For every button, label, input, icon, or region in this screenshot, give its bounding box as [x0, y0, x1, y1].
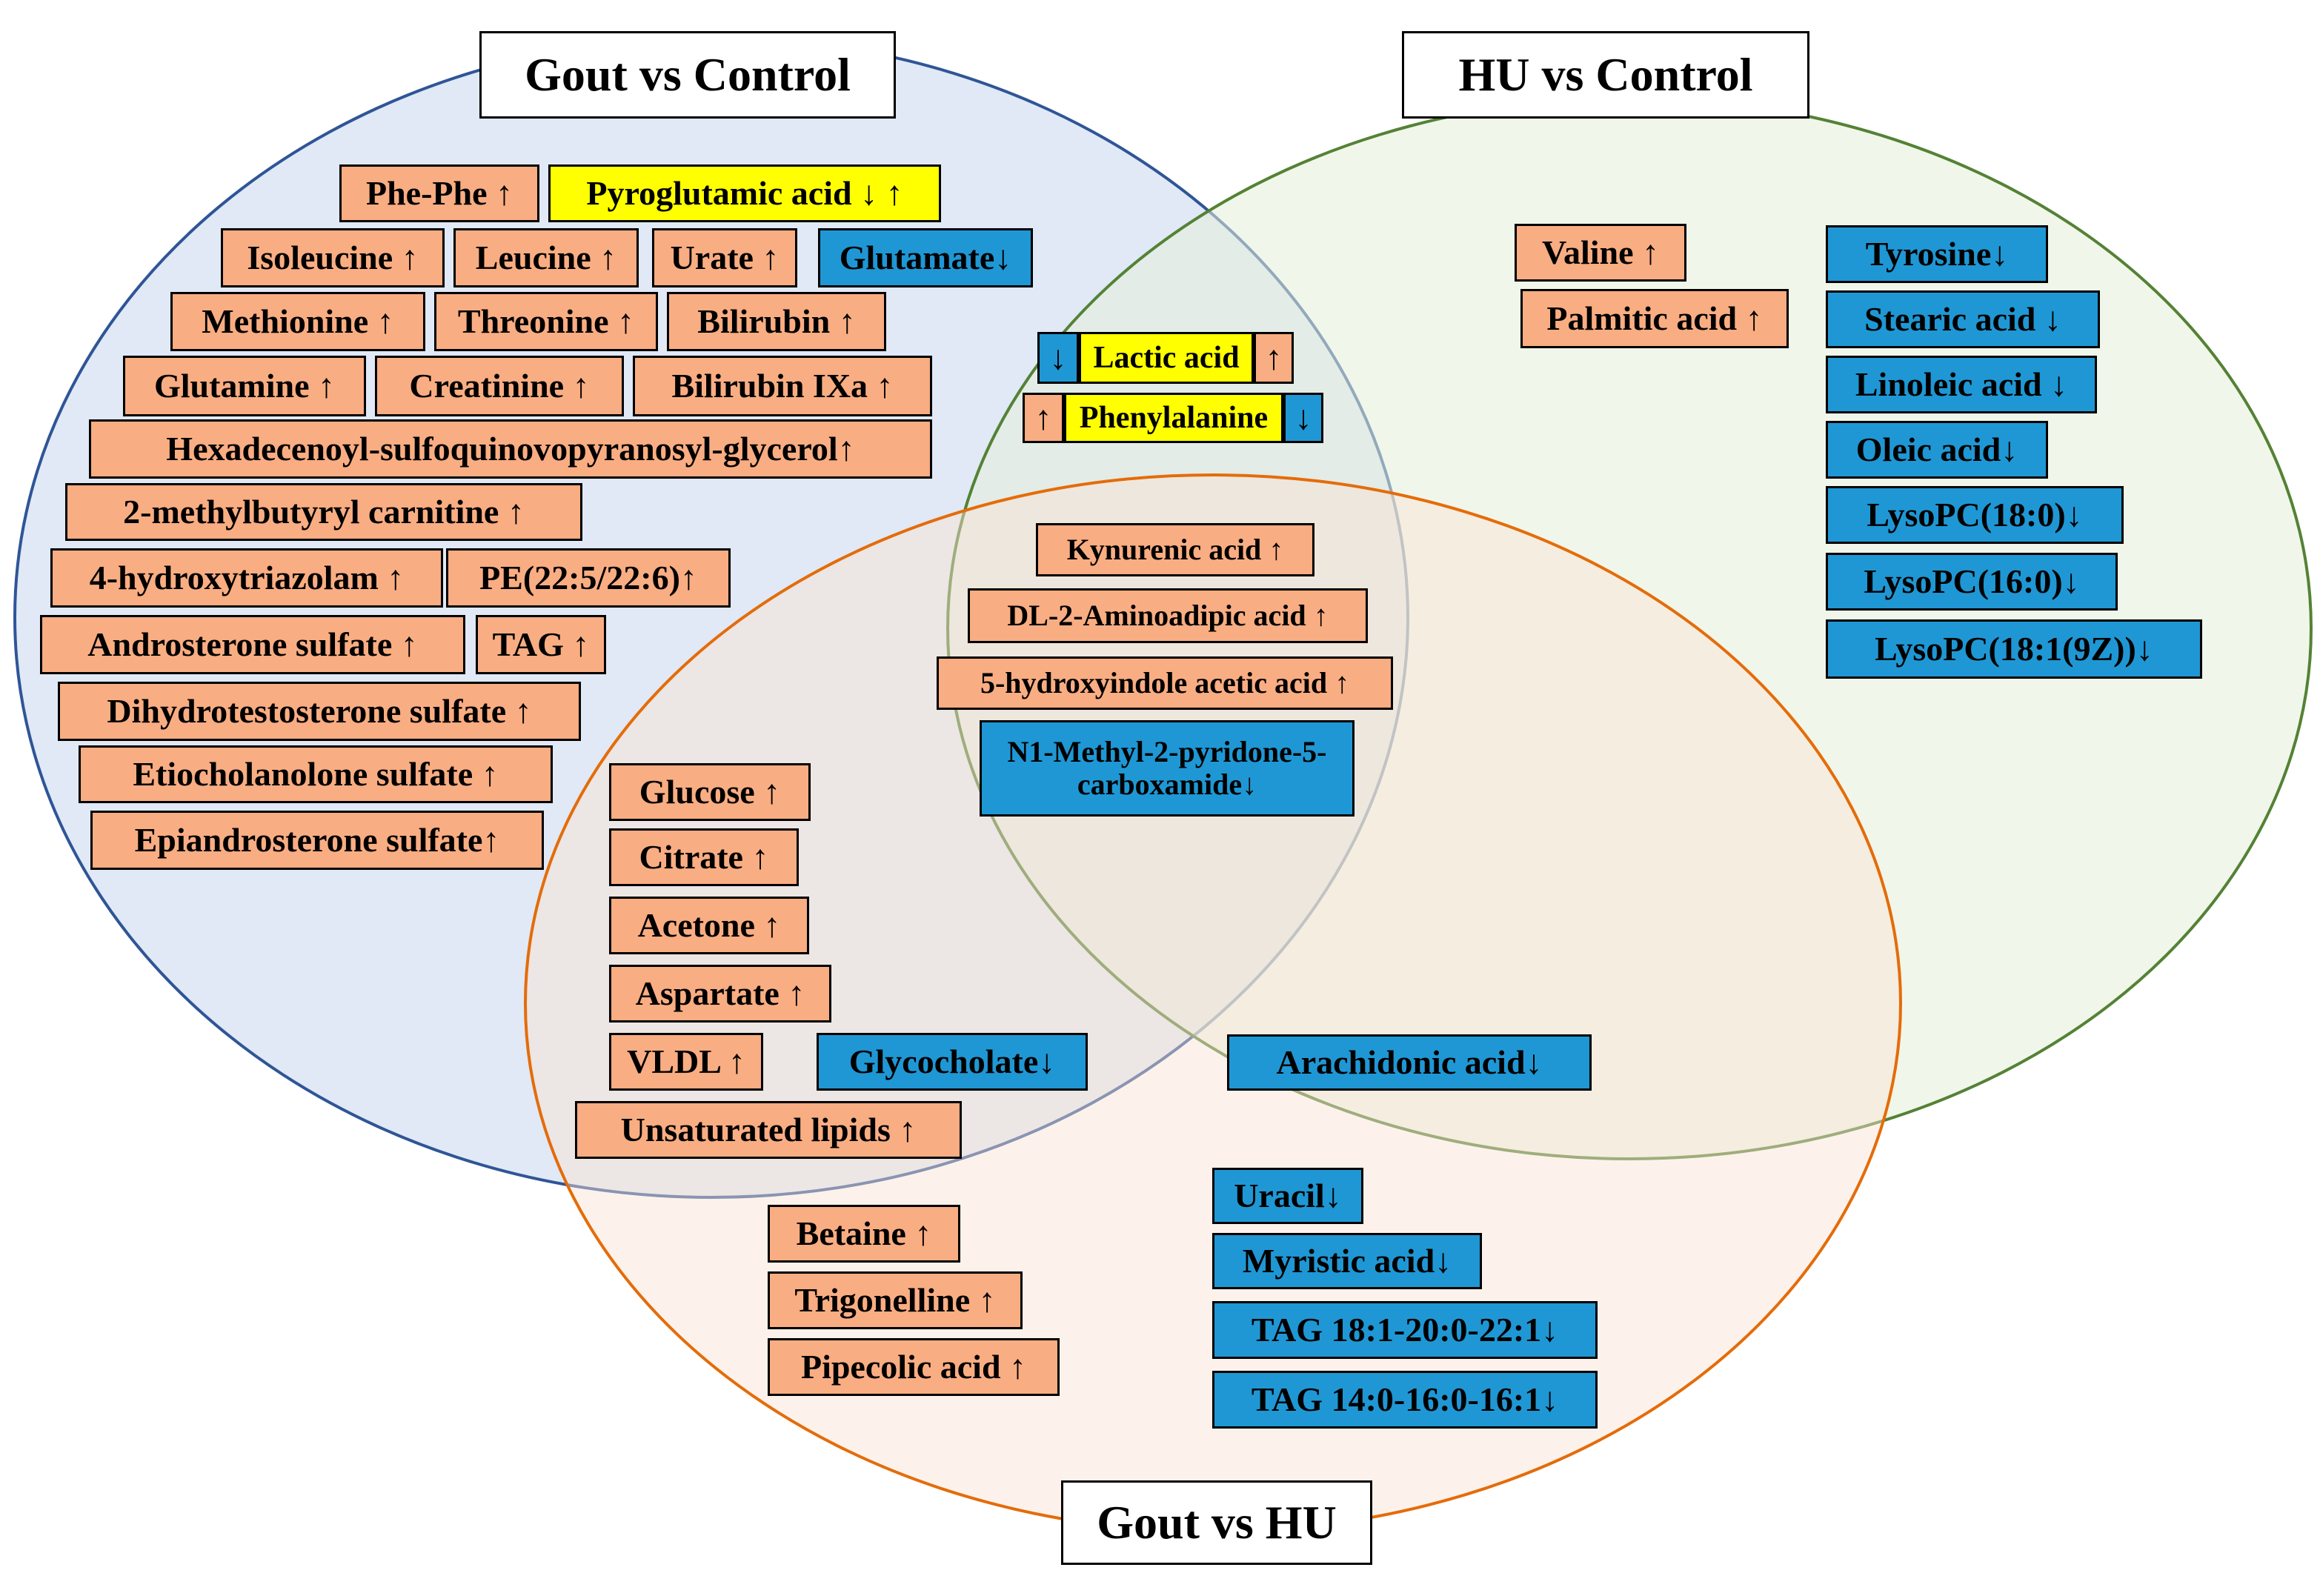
phenylalanine-tag: ↑ Phenylalanine ↓: [1023, 393, 1323, 443]
phenylalanine-down-mark: ↓: [1283, 393, 1323, 443]
vldl-tag: VLDL ↑: [609, 1033, 763, 1091]
trigonelline-tag: Trigonelline ↑: [768, 1271, 1023, 1329]
androsterone-sulfate-tag: Androsterone sulfate ↑: [40, 615, 465, 674]
urate-tag: Urate ↑: [652, 228, 797, 287]
arachidonic-acid-tag: Arachidonic acid↓: [1227, 1034, 1592, 1091]
threonine-tag: Threonine ↑: [434, 292, 658, 351]
isoleucine-tag: Isoleucine ↑: [221, 228, 445, 287]
lysopc-18-0-tag: LysoPC(18:0)↓: [1826, 486, 2124, 544]
methionine-tag: Methionine ↑: [170, 292, 425, 351]
stearic-acid-tag: Stearic acid ↓: [1826, 290, 2100, 348]
aspartate-tag: Aspartate ↑: [609, 965, 831, 1023]
glutamate-tag: Glutamate↓: [818, 228, 1033, 287]
oleic-acid-tag: Oleic acid↓: [1826, 421, 2048, 479]
valine-tag: Valine ↑: [1515, 224, 1686, 282]
lactic-acid-label: Lactic acid: [1079, 332, 1254, 384]
tag-tag: TAG ↑: [476, 615, 606, 674]
hydroxyindole-acetic-acid-tag: 5-hydroxyindole acetic acid ↑: [937, 656, 1393, 710]
gout-vs-control-title: Gout vs Control: [479, 31, 896, 119]
leucine-tag: Leucine ↑: [453, 228, 639, 287]
betaine-tag: Betaine ↑: [768, 1205, 960, 1263]
glucose-tag: Glucose ↑: [609, 763, 811, 821]
tag-18-1-tag: TAG 18:1-20:0-22:1↓: [1212, 1301, 1598, 1359]
methylbutyryl-carnitine-tag: 2-methylbutyryl carnitine ↑: [65, 483, 582, 541]
lysopc-16-0-tag: LysoPC(16:0)↓: [1826, 553, 2118, 611]
lysopc-18-1-tag: LysoPC(18:1(9Z))↓: [1826, 619, 2202, 679]
bilirubin-ixa-tag: Bilirubin IXa ↑: [633, 356, 932, 416]
lactic-acid-up-mark: ↑: [1254, 332, 1294, 384]
bilirubin-tag: Bilirubin ↑: [667, 292, 886, 351]
phenylalanine-label: Phenylalanine: [1064, 393, 1283, 443]
pe-tag: PE(22:5/22:6)↑: [446, 548, 731, 608]
pipecolic-acid-tag: Pipecolic acid ↑: [768, 1338, 1060, 1396]
aminoadipic-acid-tag: DL-2-Aminoadipic acid ↑: [968, 588, 1368, 643]
glutamine-tag: Glutamine ↑: [123, 356, 366, 416]
hu-vs-control-title: HU vs Control: [1402, 31, 1809, 119]
pyroglutamic-acid-tag: Pyroglutamic acid ↓ ↑: [548, 164, 941, 222]
tag-14-0-tag: TAG 14:0-16:0-16:1↓: [1212, 1371, 1598, 1429]
kynurenic-acid-tag: Kynurenic acid ↑: [1036, 523, 1314, 576]
citrate-tag: Citrate ↑: [609, 828, 799, 886]
palmitic-acid-tag: Palmitic acid ↑: [1520, 289, 1789, 348]
gout-vs-hu-title: Gout vs HU: [1061, 1480, 1372, 1565]
creatinine-tag: Creatinine ↑: [375, 356, 624, 416]
lactic-acid-down-mark: ↓: [1037, 332, 1079, 384]
acetone-tag: Acetone ↑: [609, 897, 809, 954]
tyrosine-tag: Tyrosine↓: [1826, 225, 2048, 283]
uracil-tag: Uracil↓: [1212, 1168, 1363, 1224]
n1-methyl-pyridone-carboxamide-tag: N1-Methyl-2-pyridone-5-carboxamide↓: [980, 720, 1355, 817]
glycocholate-tag: Glycocholate↓: [817, 1033, 1088, 1091]
dihydrotestosterone-sulfate-tag: Dihydrotestosterone sulfate ↑: [58, 682, 581, 741]
myristic-acid-tag: Myristic acid↓: [1212, 1233, 1482, 1289]
hydroxytriazolam-tag: 4-hydroxytriazolam ↑: [50, 548, 443, 608]
lactic-acid-tag: ↓ Lactic acid ↑: [1037, 332, 1294, 384]
hexadecenoyl-tag: Hexadecenoyl-sulfoquinovopyranosyl-glyce…: [89, 419, 932, 479]
epiandrosterone-sulfate-tag: Epiandrosterone sulfate↑: [90, 811, 544, 870]
etiocholanolone-sulfate-tag: Etiocholanolone sulfate ↑: [79, 745, 553, 803]
unsaturated-lipids-tag: Unsaturated lipids ↑: [575, 1101, 962, 1159]
phe-phe-tag: Phe-Phe ↑: [339, 164, 539, 222]
phenylalanine-up-mark: ↑: [1023, 393, 1064, 443]
linoleic-acid-tag: Linoleic acid ↓: [1826, 356, 2097, 413]
